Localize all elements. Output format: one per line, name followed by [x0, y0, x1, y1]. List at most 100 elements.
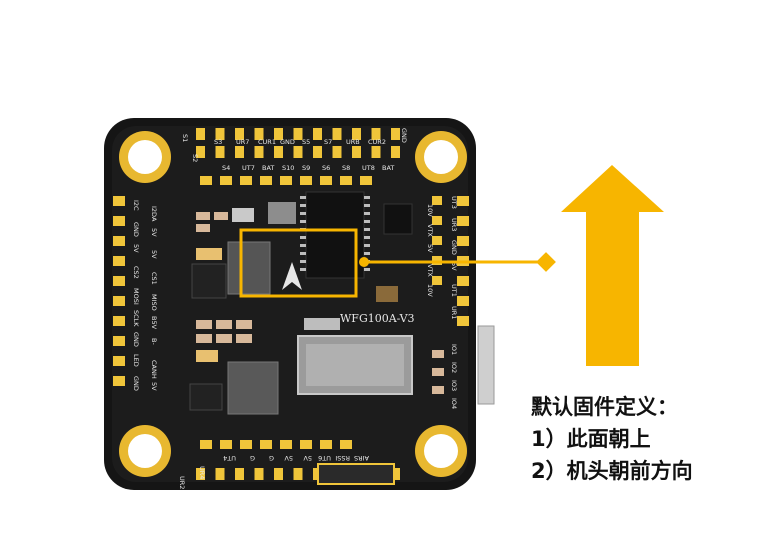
solder-pad: [300, 440, 312, 449]
pad-label: AIRS: [354, 454, 369, 462]
solder-pad: [293, 146, 303, 158]
solder-pad: [364, 268, 370, 271]
solder-pad: [457, 196, 469, 206]
solder-pad: [235, 468, 244, 480]
pad-label: 10V: [426, 204, 434, 217]
pad-labels-right-inner-column: 10V VTX 5V VTX 10V: [426, 204, 434, 297]
solder-pad: [391, 146, 400, 158]
solder-pad: [220, 440, 232, 449]
solder-pad: [235, 128, 244, 140]
pad-label: GND: [132, 222, 140, 237]
solder-pad: [260, 440, 272, 449]
pad-label: B-: [150, 338, 158, 345]
solder-pad: [364, 236, 370, 239]
pad-label: S8: [342, 164, 350, 172]
pad-label: VTX: [426, 224, 434, 237]
pad-label: SCLK: [132, 310, 140, 327]
solder-pad: [113, 216, 125, 226]
solder-pad: [113, 316, 125, 326]
pad-label: B5V: [150, 316, 158, 330]
solder-pad: [391, 128, 400, 140]
pad-label: CUR2: [368, 138, 386, 146]
pad-label: CANH: [150, 360, 158, 379]
solder-pad: [364, 244, 370, 247]
pad-label: I2DA: [150, 206, 158, 222]
pad-label: UR2: [178, 476, 186, 489]
solder-pad: [280, 176, 292, 185]
solder-pad: [220, 176, 232, 185]
solder-pad: [457, 296, 469, 306]
solder-pad: [235, 146, 244, 158]
pad-label: GND: [132, 332, 140, 347]
solder-pad: [364, 220, 370, 223]
solder-pad: [254, 146, 264, 158]
mounting-hole-bottom-right: [415, 425, 467, 477]
solder-pad: [113, 356, 125, 366]
pad-label: UT3: [450, 196, 458, 209]
solder-pad: [113, 296, 125, 306]
pad-label: 10V: [426, 284, 434, 297]
solder-pad: [113, 376, 125, 386]
pointer-diamond: [536, 252, 556, 272]
solder-pad: [200, 440, 212, 449]
pad-label: CUR1: [258, 138, 276, 146]
solder-pad: [432, 276, 442, 285]
pad-label: VTX: [426, 264, 434, 277]
solder-pad: [254, 468, 264, 480]
mounting-hole-bottom-left: [119, 425, 171, 477]
pad-label: 5V: [450, 262, 458, 271]
pad-label: IO3: [450, 380, 458, 391]
pad-label: BAT: [382, 164, 394, 172]
solder-pad: [215, 468, 225, 480]
solder-pad: [196, 146, 205, 158]
solder-pad: [300, 268, 306, 271]
firmware-note-line-2: 2）机头朝前方向: [531, 459, 693, 483]
pad-label: URB: [346, 138, 360, 146]
pad-label: 5V: [150, 250, 158, 259]
pad-label: UR1: [450, 306, 458, 319]
solder-pad: [457, 316, 469, 326]
pad-label: IO2: [450, 362, 458, 373]
pad-label: GND: [450, 240, 458, 255]
pad-label: 5V: [150, 382, 158, 391]
solder-pad: [196, 128, 205, 140]
solder-pad: [313, 146, 322, 158]
solder-pad: [364, 196, 370, 199]
solder-pad: [113, 236, 125, 246]
pad-label: GND: [132, 376, 140, 391]
pad-label: UR3: [450, 218, 458, 231]
pad-label: S1: [181, 134, 189, 142]
pad-label: IO1: [450, 344, 458, 355]
pad-label: UT8: [362, 164, 375, 172]
solder-pad: [432, 196, 442, 205]
pad-label: UT4: [223, 454, 236, 462]
pad-label: 5V: [426, 244, 434, 253]
solder-pads-top: [196, 128, 400, 185]
pad-label: S2: [191, 154, 199, 162]
pad-label: 5V: [303, 454, 312, 462]
solder-pad: [391, 468, 400, 480]
solder-pad: [364, 212, 370, 215]
solder-pad: [371, 146, 381, 158]
solder-pad: [113, 196, 125, 206]
solder-pad: [364, 252, 370, 255]
solder-pad: [200, 176, 212, 185]
solder-pad: [432, 216, 442, 225]
board-model-label: WFG100A-V3: [340, 312, 415, 325]
solder-pad: [113, 336, 125, 346]
solder-pad: [300, 244, 306, 247]
solder-pad: [313, 128, 322, 140]
solder-pads-left: [113, 196, 125, 386]
solder-pad: [300, 260, 306, 263]
solder-pad: [457, 236, 469, 246]
solder-pad: [340, 176, 352, 185]
pad-label: GND: [280, 138, 295, 146]
solder-pad: [293, 468, 303, 480]
pad-label: S7: [324, 138, 332, 146]
solder-pad: [113, 256, 125, 266]
solder-pad: [364, 204, 370, 207]
solder-pad: [457, 276, 469, 286]
components: [189, 191, 495, 485]
